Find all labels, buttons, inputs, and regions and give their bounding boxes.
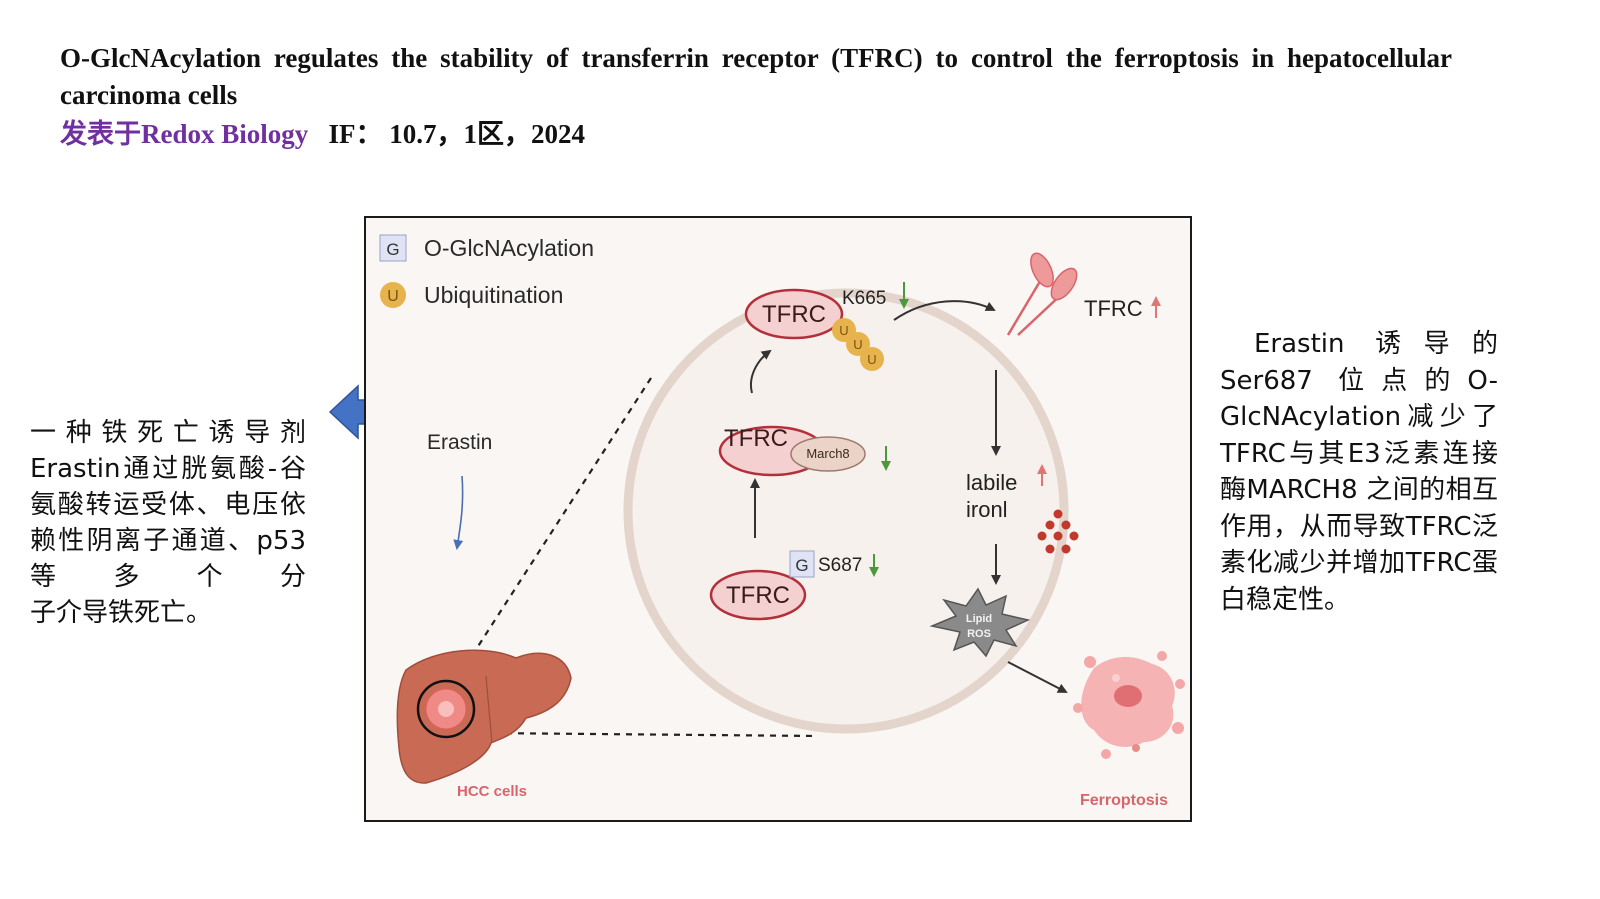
arrow-to-ferroptosis [1007, 661, 1068, 693]
s687-label: S687 [818, 555, 862, 576]
k665-label: K665 [842, 288, 886, 309]
left-annotation-last-line: 子介导铁死亡。 [30, 598, 213, 628]
tfrc-top-label: TFRC [762, 301, 826, 328]
zoom-line-lower [481, 731, 819, 738]
ubiquitin-3 [860, 347, 884, 371]
tfrc-membrane-label: TFRC [1084, 296, 1143, 321]
ferroptosis-label: Ferroptosis [1080, 792, 1168, 809]
arrow-to-membrane [893, 300, 996, 321]
march8-label: March8 [806, 446, 849, 461]
svg-text:U: U [853, 337, 862, 352]
lipid-ros-burst [929, 587, 1031, 658]
ubiquitin-legend-badge [380, 282, 406, 308]
tfrc-mid-label: TFRC [724, 425, 788, 452]
journal-label: 发表于Redox Biology [60, 119, 309, 149]
svg-text:U: U [867, 352, 876, 367]
glcnac-site-badge-text: G [795, 556, 808, 575]
glcnac-legend-badge [379, 234, 407, 262]
mechanism-diagram: G O-GlcNAcylation U Ubiquitination Erast… [379, 234, 1185, 809]
tumor-highlight-circle [416, 679, 476, 739]
left-annotation-body: 一种铁死亡诱导剂Erastin通过胱氨酸-谷氨酸转运受体、电压依赖性阴离子通道、… [30, 418, 306, 592]
ubiquitin-legend-label: Ubiquitination [424, 282, 563, 308]
lipid-ros-label-line1: Lipid [966, 613, 992, 625]
liver-illustration [396, 649, 572, 784]
glcnac-site-badge [789, 550, 815, 578]
impact-factor: IF： 10.7，1区，2024 [328, 119, 586, 149]
tfrc-glcnacylated [709, 569, 807, 621]
iron-particles [1037, 509, 1079, 554]
paper-title: O-GlcNAcylation regulates the stability … [60, 43, 1452, 110]
glcnac-legend-badge-text: G [386, 240, 399, 259]
labile-iron-label-line2: ironl [966, 497, 1008, 522]
ferroptotic-cell [1073, 651, 1185, 759]
left-annotation: 一种铁死亡诱导剂Erastin通过胱氨酸-谷氨酸转运受体、电压依赖性阴离子通道、… [30, 415, 306, 631]
ubiquitin-2 [846, 332, 870, 356]
tfrc-bottom-label: TFRC [726, 582, 790, 609]
mechanism-figure: G O-GlcNAcylation U Ubiquitination Erast… [364, 216, 1192, 822]
membrane-tfrc-receptor [1006, 252, 1078, 336]
publication-info: 发表于Redox Biology IF： 10.7，1区，2024 [60, 115, 585, 153]
hcc-cells-label: HCC cells [457, 783, 527, 800]
labile-iron-label-line1: labile [966, 470, 1017, 495]
ubiquitin-legend-badge-text: U [387, 288, 399, 305]
right-annotation: Erastin 诱导的Ser687 位点的O-GlcNAcylation减少了T… [1220, 329, 1498, 615]
march8-ligase [790, 436, 866, 472]
erastin-label: Erastin [427, 431, 492, 454]
glcnac-legend-label: O-GlcNAcylation [424, 235, 594, 261]
svg-text:U: U [839, 323, 848, 338]
tfrc-ubiquitinated [744, 288, 844, 340]
arrow-mid-to-top [750, 349, 772, 394]
lipid-ros-label-line2: ROS [967, 628, 991, 640]
erastin-arrow [453, 475, 464, 550]
zoom-line-upper [445, 377, 652, 697]
